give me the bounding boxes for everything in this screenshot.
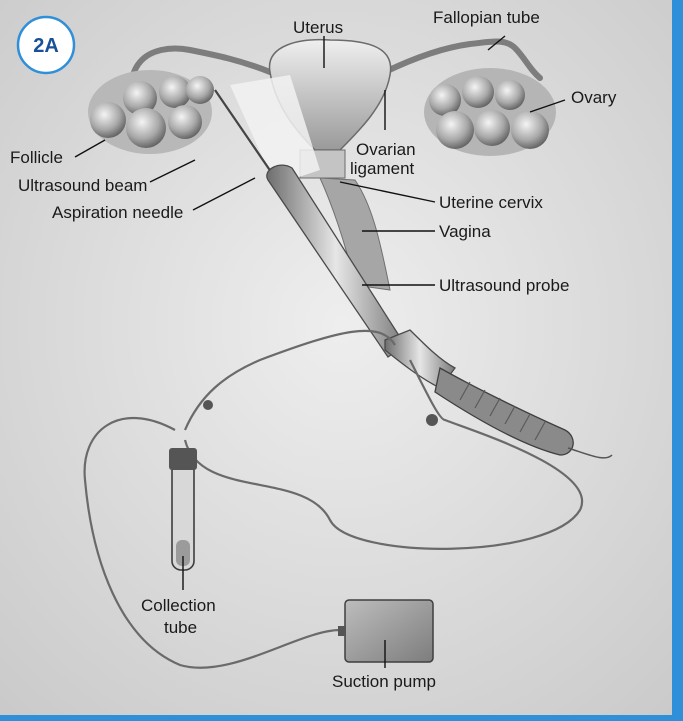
label-fallopian-tube: Fallopian tube bbox=[433, 8, 540, 27]
label-ovary: Ovary bbox=[571, 88, 617, 107]
label-ovarian-ligament-1: Ovarian bbox=[356, 140, 416, 159]
label-follicle: Follicle bbox=[10, 148, 63, 167]
right-ovary bbox=[424, 68, 556, 156]
label-collection-tube-1: Collection bbox=[141, 596, 216, 615]
label-ultrasound-probe: Ultrasound probe bbox=[439, 276, 569, 295]
figure-badge: 2A bbox=[18, 17, 74, 73]
badge-text: 2A bbox=[33, 35, 59, 57]
label-uterine-cervix: Uterine cervix bbox=[439, 193, 543, 212]
label-ultrasound-beam: Ultrasound beam bbox=[18, 176, 147, 195]
label-suction-pump: Suction pump bbox=[332, 672, 436, 691]
label-collection-tube-2: tube bbox=[164, 618, 197, 637]
right-border bbox=[672, 0, 683, 721]
label-vagina: Vagina bbox=[439, 222, 491, 241]
label-aspiration-needle: Aspiration needle bbox=[52, 203, 183, 222]
label-uterus: Uterus bbox=[293, 18, 343, 37]
label-ovarian-ligament-2: ligament bbox=[350, 159, 415, 178]
bottom-border bbox=[0, 715, 683, 721]
collection-tube bbox=[169, 448, 197, 570]
